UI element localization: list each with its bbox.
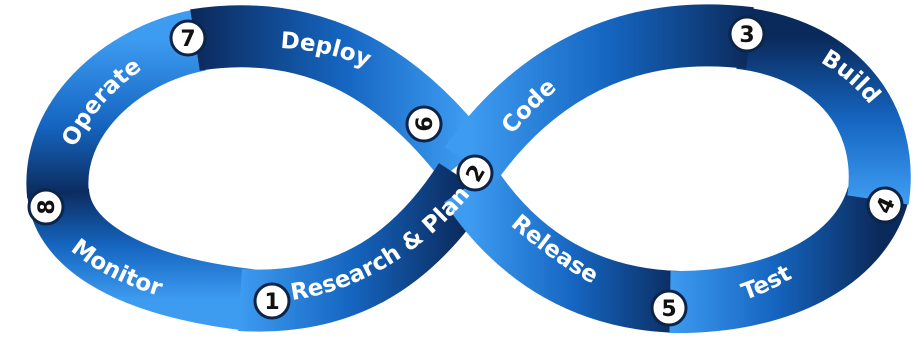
stage-badge-8: 8 xyxy=(27,188,65,226)
svg-text:5: 5 xyxy=(661,297,676,322)
svg-text:7: 7 xyxy=(180,27,195,52)
stage-badge-4: 4 xyxy=(866,186,904,224)
stage-badge-6: 6 xyxy=(405,105,443,143)
stage-badge-2: 2 xyxy=(456,154,494,192)
band-code xyxy=(444,4,754,184)
stage-badge-7: 7 xyxy=(169,19,207,57)
svg-text:6: 6 xyxy=(413,116,438,131)
band-operate xyxy=(26,9,207,199)
band-release xyxy=(444,167,682,333)
stage-badge-1: 1 xyxy=(253,282,291,320)
stage-badge-3: 3 xyxy=(728,15,766,53)
band-build xyxy=(735,7,911,205)
svg-text:3: 3 xyxy=(739,23,754,48)
band-test xyxy=(669,185,908,334)
stage-badge-5: 5 xyxy=(650,289,688,327)
svg-text:8: 8 xyxy=(35,199,60,214)
svg-text:1: 1 xyxy=(264,290,279,315)
